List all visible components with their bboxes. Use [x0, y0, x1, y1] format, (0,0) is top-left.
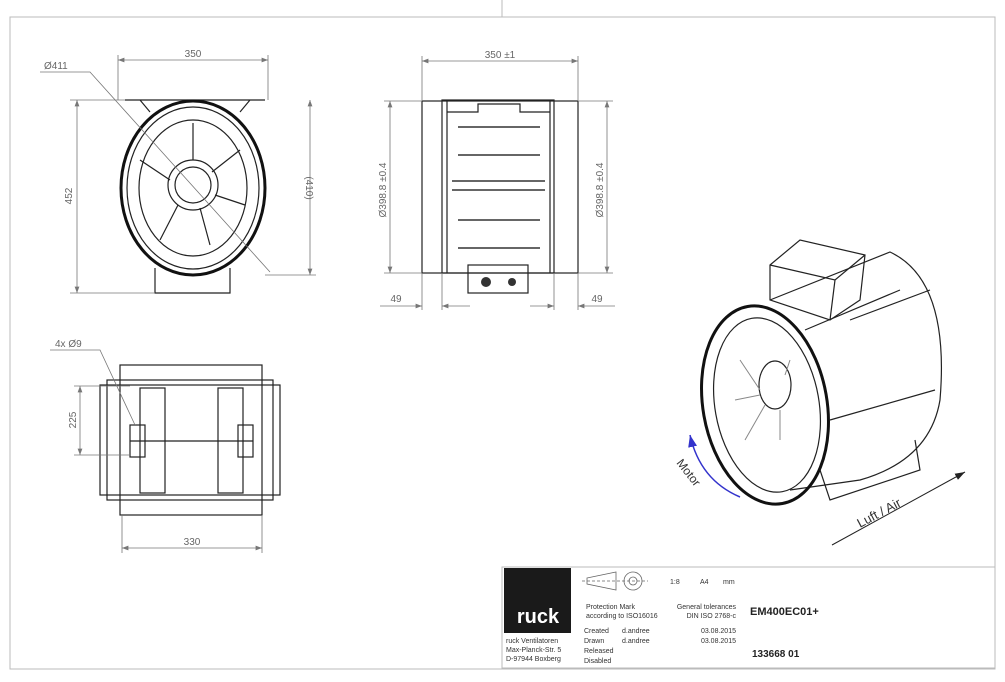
bottom-holes-dim: 4x Ø9 — [55, 339, 82, 350]
projection-symbol — [582, 571, 648, 591]
drawing-frame — [9, 0, 996, 670]
side-offset-left: 49 — [390, 294, 402, 305]
front-ref-height-dim: (410) — [303, 176, 314, 199]
protection-mark: according to ISO16016 — [586, 613, 658, 620]
side-view: 350 ±1 Ø398.8 ±0.4 Ø398.8 ±0.4 49 49 — [378, 50, 615, 310]
bottom-view: 4x Ø9 225 330 — [50, 339, 281, 553]
created-date: 03.08.2015 — [701, 628, 736, 635]
drawn-by: d.andree — [622, 638, 650, 645]
side-diameter-left: Ø398.8 ±0.4 — [378, 162, 389, 217]
tolerances: DIN ISO 2768-c — [687, 613, 737, 620]
created-label: Created — [584, 628, 609, 635]
drawn-label: Drawn — [584, 638, 604, 645]
isometric-view: Motor Luft / Air — [674, 239, 966, 546]
ruck-logo — [504, 568, 571, 633]
protection-mark: Protection Mark — [586, 604, 636, 611]
company-line: ruck Ventilatoren — [506, 638, 558, 645]
scale: 1:8 — [670, 579, 680, 586]
title-block: ruck ruck Ventilatoren Max-Planck-Str. 5… — [501, 566, 996, 669]
bottom-vertical-dim: 225 — [68, 411, 79, 428]
side-length-dim: 350 ±1 — [485, 50, 516, 61]
company-line: D-97944 Boxberg — [506, 656, 561, 663]
drawn-date: 03.08.2015 — [701, 638, 736, 645]
front-diameter-dim: Ø411 — [44, 61, 68, 72]
tolerances: General tolerances — [677, 604, 737, 611]
drawing-number: 133668 01 — [752, 649, 800, 660]
unit: mm — [723, 579, 735, 586]
released-label: Released — [584, 648, 614, 655]
side-diameter-right: Ø398.8 ±0.4 — [595, 162, 606, 217]
format: A4 — [700, 579, 709, 586]
front-view: 350 452 (410) Ø411 — [40, 49, 316, 294]
disabled-label: Disabled — [584, 658, 611, 665]
front-width-dim: 350 — [185, 49, 202, 60]
created-by: d.andree — [622, 628, 650, 635]
bottom-horizontal-dim: 330 — [184, 537, 201, 548]
side-offset-right: 49 — [591, 294, 603, 305]
model-number: EM400EC01+ — [750, 606, 819, 618]
front-height-dim: 452 — [64, 187, 75, 204]
company-line: Max-Planck-Str. 5 — [506, 647, 561, 654]
airflow-label: Luft / Air — [854, 495, 904, 531]
logo-text: ruck — [517, 606, 560, 628]
